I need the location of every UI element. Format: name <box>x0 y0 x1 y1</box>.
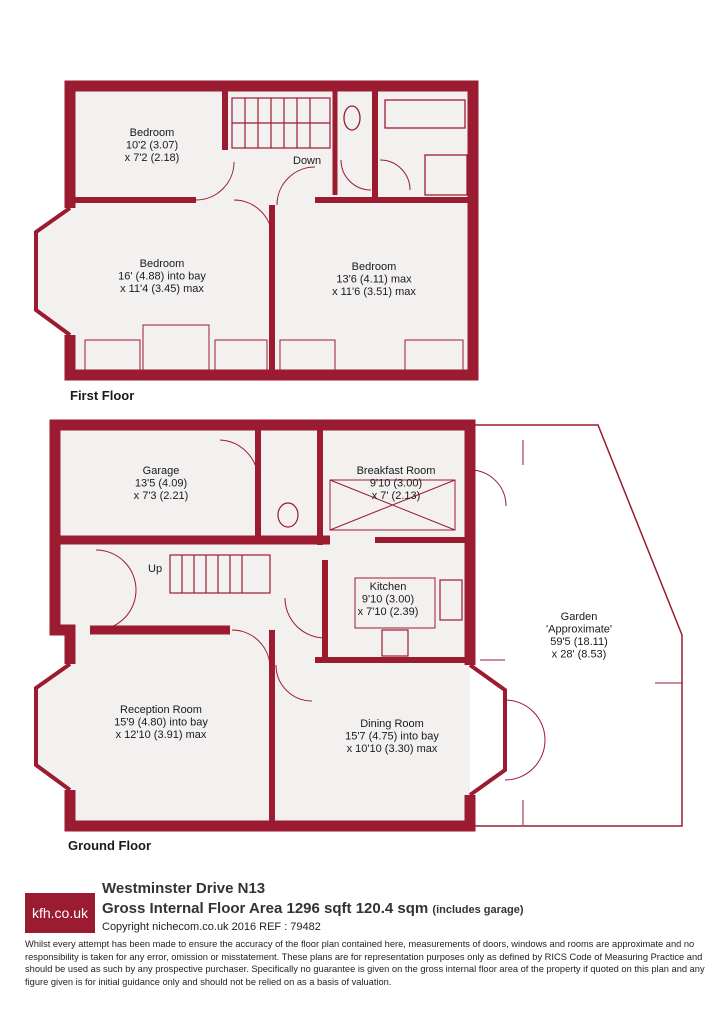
down-stairs-label: Down <box>293 155 321 167</box>
first-floor-outer-wall <box>64 80 479 381</box>
kitchen-label-line: Kitchen <box>370 581 407 593</box>
breakfast-table-icon <box>329 479 456 531</box>
bedroom-3-label-line: 13'6 (4.11) max <box>336 274 412 286</box>
kitchen-label-line: x 7'10 (2.39) <box>358 606 419 618</box>
shower-tray-icon <box>424 154 468 196</box>
bedroom-1-label-line: Bedroom <box>130 127 175 139</box>
up-stairs-label: Up <box>148 563 162 575</box>
dining-bay-window <box>468 663 507 797</box>
breakfast-room-label-line: x 7' (2.13) <box>372 490 421 502</box>
disclaimer-text: Whilst every attempt has been made to en… <box>25 939 705 987</box>
garage-label-line: x 7'3 (2.21) <box>134 490 189 502</box>
first-floor-title: First Floor <box>70 388 135 403</box>
garden-label-line: Garden <box>561 611 598 623</box>
wardrobe-icons <box>84 324 464 371</box>
reception-room-label-line: 15'9 (4.80) into bay <box>114 717 208 729</box>
floor-area-main: Gross Internal Floor Area 1296 sqft 120.… <box>102 900 429 917</box>
bath-icon <box>384 99 466 129</box>
garden-dimension-arrows <box>480 440 682 825</box>
first-floor-area <box>36 86 473 375</box>
breakfast-room-label-line: 9'10 (3.00) <box>370 478 422 490</box>
ground-floor-bay-window <box>34 662 72 792</box>
garden-label-line: x 28' (8.53) <box>552 649 607 661</box>
ground-floor-title: Ground Floor <box>68 838 152 853</box>
worktop-icon <box>354 577 436 629</box>
garage-label-line: Garage <box>143 465 180 477</box>
breakfast-room-label-line: Breakfast Room <box>357 465 436 477</box>
property-address: Westminster Drive N13 <box>102 880 266 897</box>
ground-floor-door-arcs <box>95 439 546 781</box>
bedroom-2-label-line: Bedroom <box>140 258 185 270</box>
garage-label-line: 13'5 (4.09) <box>135 478 187 490</box>
bedroom-3-label-line: Bedroom <box>352 261 397 273</box>
first-floor-bay-window <box>34 206 72 337</box>
first-floor-stairs <box>231 97 331 149</box>
bedroom-3-label-line: x 11'6 (3.51) max <box>332 286 416 298</box>
copyright-text: Copyright nichecom.co.uk 2016 REF : 7948… <box>102 921 321 933</box>
ground-floor-stairs <box>169 554 271 594</box>
ground-floor-area <box>36 425 470 826</box>
agency-logo[interactable]: kfh.co.uk <box>25 893 95 933</box>
bedroom-2-label-line: x 11'4 (3.45) max <box>120 283 204 295</box>
sink-icon <box>439 579 463 621</box>
bedroom-2-label-line: 16' (4.88) into bay <box>118 271 206 283</box>
dining-room-label-line: 15'7 (4.75) into bay <box>345 731 439 743</box>
floor-area: Gross Internal Floor Area 1296 sqft 120.… <box>102 900 524 917</box>
reception-room-label-line: Reception Room <box>120 704 202 716</box>
reception-room-label-line: x 12'10 (3.91) max <box>116 729 207 741</box>
garden-area <box>470 424 683 827</box>
hob-icon <box>381 629 409 657</box>
toilet-icon <box>343 105 361 131</box>
floor-area-note: (includes garage) <box>432 904 524 916</box>
bedroom-1-label-line: x 7'2 (2.18) <box>125 152 180 164</box>
dining-room-label-line: Dining Room <box>360 718 424 730</box>
garden-label-line: 'Approximate' <box>546 624 612 636</box>
dining-room-label-line: x 10'10 (3.30) max <box>347 743 438 755</box>
bedroom-1-label-line: 10'2 (3.07) <box>126 140 178 152</box>
ground-toilet-icon <box>277 502 299 528</box>
kitchen-label-line: 9'10 (3.00) <box>362 594 414 606</box>
garden-label-line: 59'5 (18.11) <box>550 636 608 648</box>
first-floor-door-arcs <box>195 159 411 239</box>
